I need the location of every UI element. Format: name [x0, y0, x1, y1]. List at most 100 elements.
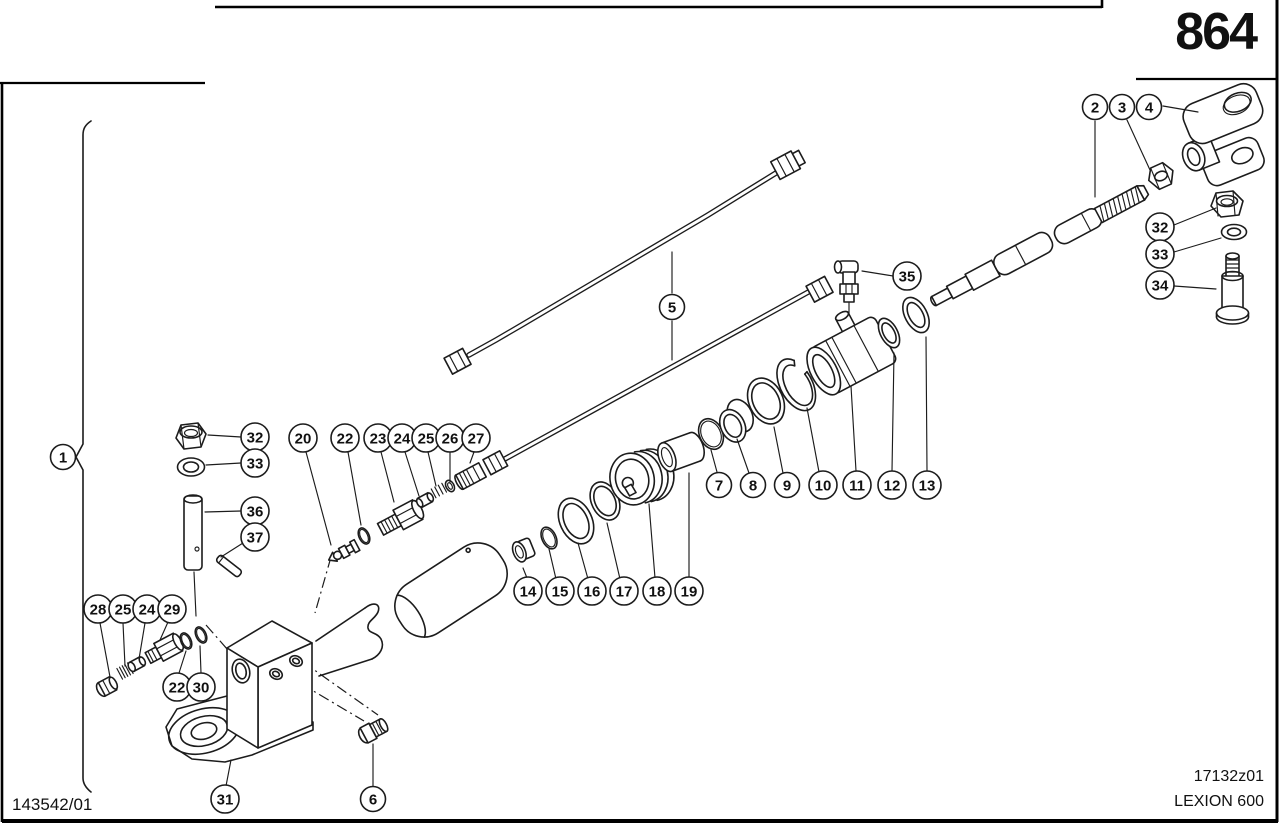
svg-text:22: 22 [169, 680, 186, 697]
svg-text:26: 26 [442, 431, 459, 448]
wiper-seal-13 [902, 296, 930, 334]
svg-text:18: 18 [649, 584, 666, 601]
grease-nipple-20 [327, 538, 361, 562]
cylinder-tube-rear [315, 603, 384, 677]
fitting-23 [376, 499, 425, 536]
svg-text:34: 34 [1152, 278, 1169, 295]
pivot-pin-36 [183, 494, 203, 617]
svg-text:15: 15 [552, 584, 569, 601]
head-seal-group [697, 296, 930, 451]
callout-36: 36 [204, 496, 270, 526]
plug-fitting-6 [357, 717, 389, 744]
callout-1: 1 [49, 443, 77, 471]
callout-25: 25 [411, 423, 441, 487]
svg-text:4: 4 [1145, 100, 1154, 117]
rod-nut-3 [1147, 161, 1174, 191]
callout-37: 37 [220, 522, 270, 558]
seal-ring-16 [557, 497, 595, 545]
callout-13: 13 [912, 336, 942, 500]
callout-30: 30 [186, 645, 216, 702]
svg-text:17: 17 [616, 584, 633, 601]
callout-33: 33 [1145, 237, 1222, 269]
piston-seal-group [511, 431, 705, 563]
pin-bolt-34 [1215, 252, 1250, 325]
svg-text:27: 27 [468, 431, 485, 448]
piston-18 [609, 448, 675, 506]
cylinder-tube [394, 542, 508, 638]
spacer-sleeve-19 [657, 431, 705, 473]
svg-text:31: 31 [217, 792, 234, 809]
svg-text:29: 29 [164, 602, 181, 619]
callout-17: 17 [606, 522, 639, 606]
svg-text:8: 8 [749, 478, 757, 495]
svg-text:5: 5 [668, 300, 676, 317]
elbow-fitting-35 [833, 260, 859, 319]
callout-9: 9 [773, 426, 801, 499]
callout-26: 26 [435, 423, 465, 483]
callout-31: 31 [210, 759, 240, 814]
callout-33: 33 [205, 448, 270, 478]
callout-18: 18 [642, 503, 672, 606]
svg-text:25: 25 [115, 602, 132, 619]
clevis-mount-hardware [1210, 190, 1250, 325]
connector-27 [454, 462, 488, 491]
callout-12: 12 [877, 352, 907, 500]
callout-14: 14 [513, 567, 543, 606]
callout-24: 24 [387, 423, 420, 497]
catalog-ref: 143542/01 [12, 795, 93, 814]
callout-10: 10 [806, 407, 838, 500]
svg-text:11: 11 [849, 478, 865, 495]
assembly-bracket-line [75, 120, 92, 793]
svg-text:3: 3 [1118, 100, 1126, 117]
svg-text:12: 12 [884, 478, 901, 495]
svg-text:30: 30 [193, 680, 210, 697]
callout-20: 20 [288, 423, 332, 546]
svg-text:32: 32 [1152, 220, 1169, 237]
snap-ring-10 [776, 358, 817, 412]
callout-19: 19 [674, 472, 704, 606]
svg-text:36: 36 [247, 504, 264, 521]
svg-text:33: 33 [247, 456, 264, 473]
callout-3: 3 [1108, 93, 1151, 171]
svg-text:13: 13 [919, 478, 936, 495]
svg-text:16: 16 [584, 584, 601, 601]
ring-9 [746, 377, 786, 425]
svg-text:19: 19 [681, 584, 698, 601]
callout-35: 35 [861, 261, 922, 291]
svg-text:25: 25 [418, 431, 435, 448]
callout-24: 24 [132, 594, 162, 660]
callout-4: 4 [1135, 93, 1199, 121]
callout-32: 32 [1145, 207, 1217, 242]
piston-rod [929, 184, 1150, 307]
model-name: LEXION 600 [1174, 793, 1264, 810]
callout-5: 5 [658, 251, 686, 361]
svg-text:24: 24 [139, 602, 156, 619]
roll-pin-37 [215, 554, 243, 578]
port-fitting-set-top [327, 462, 488, 562]
page-number: 864 [1175, 3, 1258, 61]
cylinder-head-11 [806, 310, 897, 396]
callout-7: 7 [705, 449, 733, 499]
drawing-ref: 17132z01 [1193, 768, 1264, 785]
valve-fitting-set-left [95, 626, 208, 698]
callout-27: 27 [461, 423, 491, 464]
callout-23: 23 [363, 423, 395, 503]
svg-text:9: 9 [783, 478, 791, 495]
svg-text:2: 2 [1091, 100, 1099, 117]
callout-28: 28 [83, 594, 113, 678]
svg-text:32: 32 [247, 430, 264, 447]
callout-8: 8 [736, 438, 767, 499]
svg-text:24: 24 [394, 431, 411, 448]
svg-text:20: 20 [295, 431, 312, 448]
back-ring-17 [589, 481, 621, 521]
callout-25: 25 [108, 594, 138, 667]
svg-text:23: 23 [370, 431, 387, 448]
o-ring-15 [540, 526, 558, 550]
svg-text:6: 6 [369, 792, 377, 809]
callout-22: 22 [330, 423, 362, 526]
svg-text:7: 7 [715, 478, 723, 495]
callout-16: 16 [577, 542, 607, 606]
